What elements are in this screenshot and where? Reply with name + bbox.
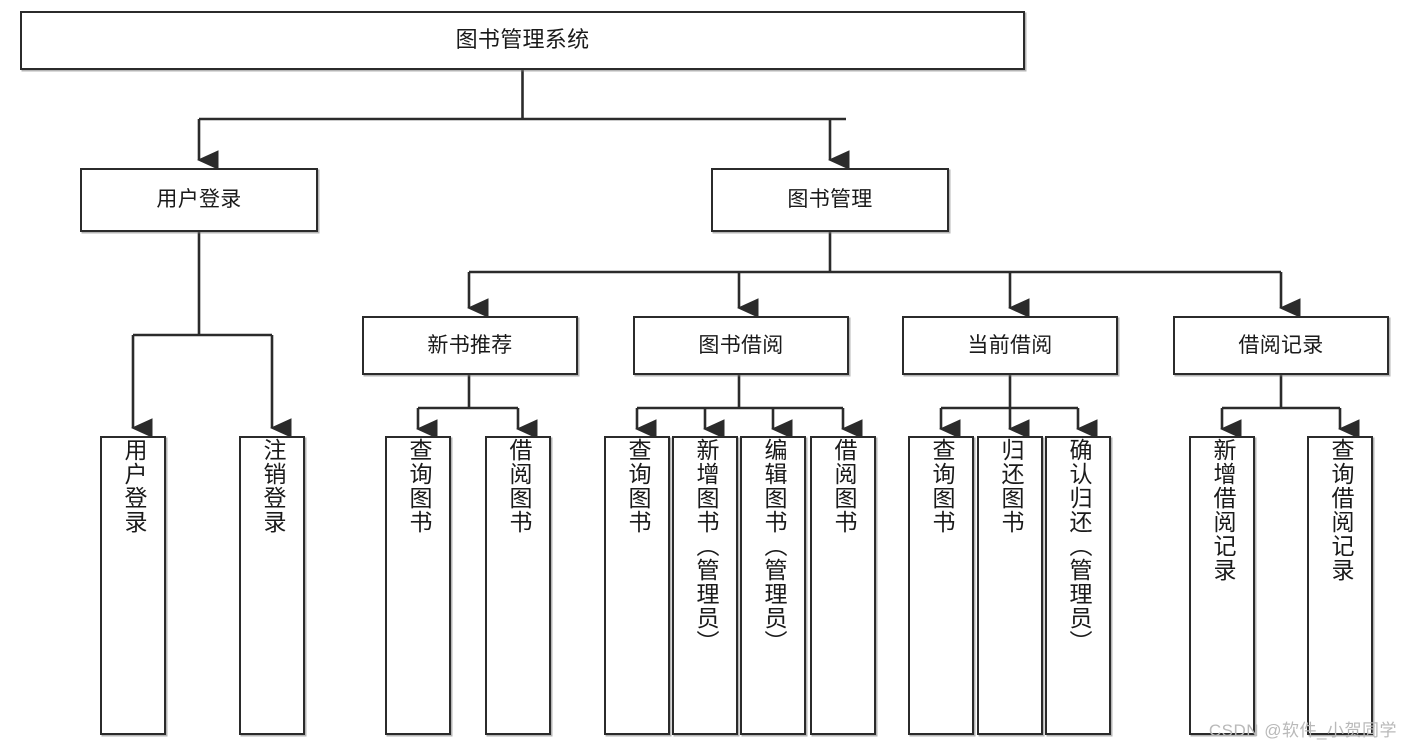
leaf-borrow-add-book-admin[interactable]: 新增图书（管理员） [672,436,738,735]
node-label: 借阅图书 [505,438,532,534]
csdn-watermark: CSDN @软件_小贺同学 [1208,721,1397,740]
leaf-record-add-borrow-record[interactable]: 新增借阅记录 [1189,436,1255,735]
leaf-borrow-query-book[interactable]: 查询图书 [604,436,670,735]
node-label: 查询图书 [624,438,651,534]
node-label: 确认归还（管理员） [1065,438,1092,654]
leaf-user-login-login[interactable]: 用户登录 [100,436,166,735]
leaf-recommend-borrow-book[interactable]: 借阅图书 [485,436,551,735]
node-label: 图书管理 [787,188,873,212]
node-label: 当前借阅 [967,333,1053,357]
node-current-borrowing[interactable]: 当前借阅 [902,316,1118,375]
leaf-borrow-edit-book-admin[interactable]: 编辑图书（管理员） [740,436,806,735]
node-label: 图书管理系统 [455,27,590,53]
node-user-login[interactable]: 用户登录 [80,168,318,232]
node-label: 图书借阅 [698,333,784,357]
node-label: 借阅记录 [1238,333,1324,357]
node-label: 新增图书（管理员） [692,438,719,654]
leaf-current-query-book[interactable]: 查询图书 [908,436,974,735]
leaf-current-confirm-return-admin[interactable]: 确认归还（管理员） [1045,436,1111,735]
leaf-user-login-logout[interactable]: 注销登录 [239,436,305,735]
node-label: 查询借阅记录 [1327,438,1354,582]
node-label: 编辑图书（管理员） [760,438,787,654]
node-label: 借阅图书 [830,438,857,534]
leaf-current-return-book[interactable]: 归还图书 [977,436,1043,735]
node-label: 新书推荐 [427,333,513,357]
node-new-book-recommendation[interactable]: 新书推荐 [362,316,578,375]
node-label: 归还图书 [997,438,1024,534]
leaf-borrow-borrow-book[interactable]: 借阅图书 [810,436,876,735]
node-label: 查询图书 [928,438,955,534]
node-label: 用户登录 [156,188,242,212]
node-book-management[interactable]: 图书管理 [711,168,949,232]
node-label: 用户登录 [120,438,147,534]
node-label: 新增借阅记录 [1209,438,1236,582]
node-borrow-records[interactable]: 借阅记录 [1173,316,1389,375]
node-book-borrowing[interactable]: 图书借阅 [633,316,849,375]
leaf-recommend-query-book[interactable]: 查询图书 [385,436,451,735]
node-label: 查询图书 [405,438,432,534]
node-label: 注销登录 [259,438,286,534]
leaf-record-query-borrow-record[interactable]: 查询借阅记录 [1307,436,1373,735]
node-root-book-management-system[interactable]: 图书管理系统 [20,11,1025,70]
